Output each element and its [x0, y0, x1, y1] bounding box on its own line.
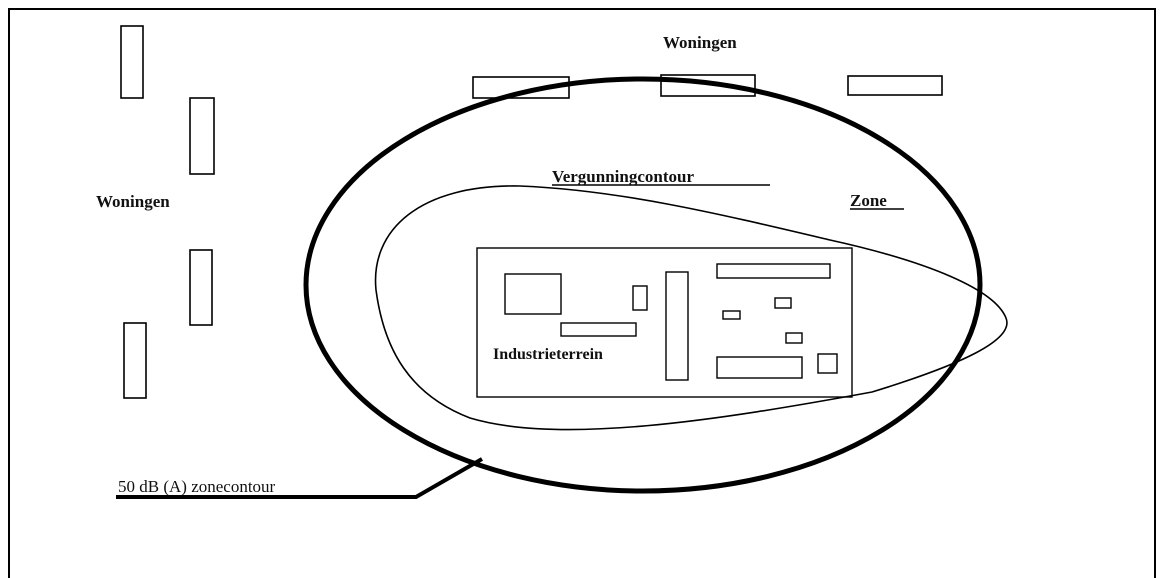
- building: [785, 332, 803, 344]
- permit-contour: [374, 185, 1008, 431]
- zonecontour-leader-line: [116, 457, 483, 499]
- building: [632, 285, 648, 311]
- zone-contour-ellipse: [303, 76, 983, 494]
- industrial-area-boundary: [476, 247, 853, 398]
- house: [472, 76, 570, 99]
- building: [560, 322, 637, 337]
- zonecontour-label: 50 dB (A) zonecontour: [118, 477, 276, 496]
- house: [123, 322, 147, 399]
- building: [722, 310, 741, 320]
- houses-left: [120, 25, 215, 399]
- vergunningcontour-label: Vergunningcontour: [552, 167, 694, 186]
- building: [665, 271, 689, 381]
- diagram-frame: [8, 8, 1156, 578]
- building: [774, 297, 792, 309]
- industrieterrein-label: Industrieterrein: [493, 346, 603, 363]
- industrial-buildings: [504, 263, 838, 381]
- building: [817, 353, 838, 374]
- house: [189, 249, 213, 326]
- building: [716, 356, 803, 379]
- building: [716, 263, 831, 279]
- house: [189, 97, 215, 175]
- woningen-top-label: Woningen: [663, 33, 737, 52]
- house: [120, 25, 144, 99]
- house: [847, 75, 943, 96]
- woningen-left-label: Woningen: [96, 192, 170, 211]
- building: [504, 273, 562, 315]
- zone-label: Zone: [850, 191, 887, 210]
